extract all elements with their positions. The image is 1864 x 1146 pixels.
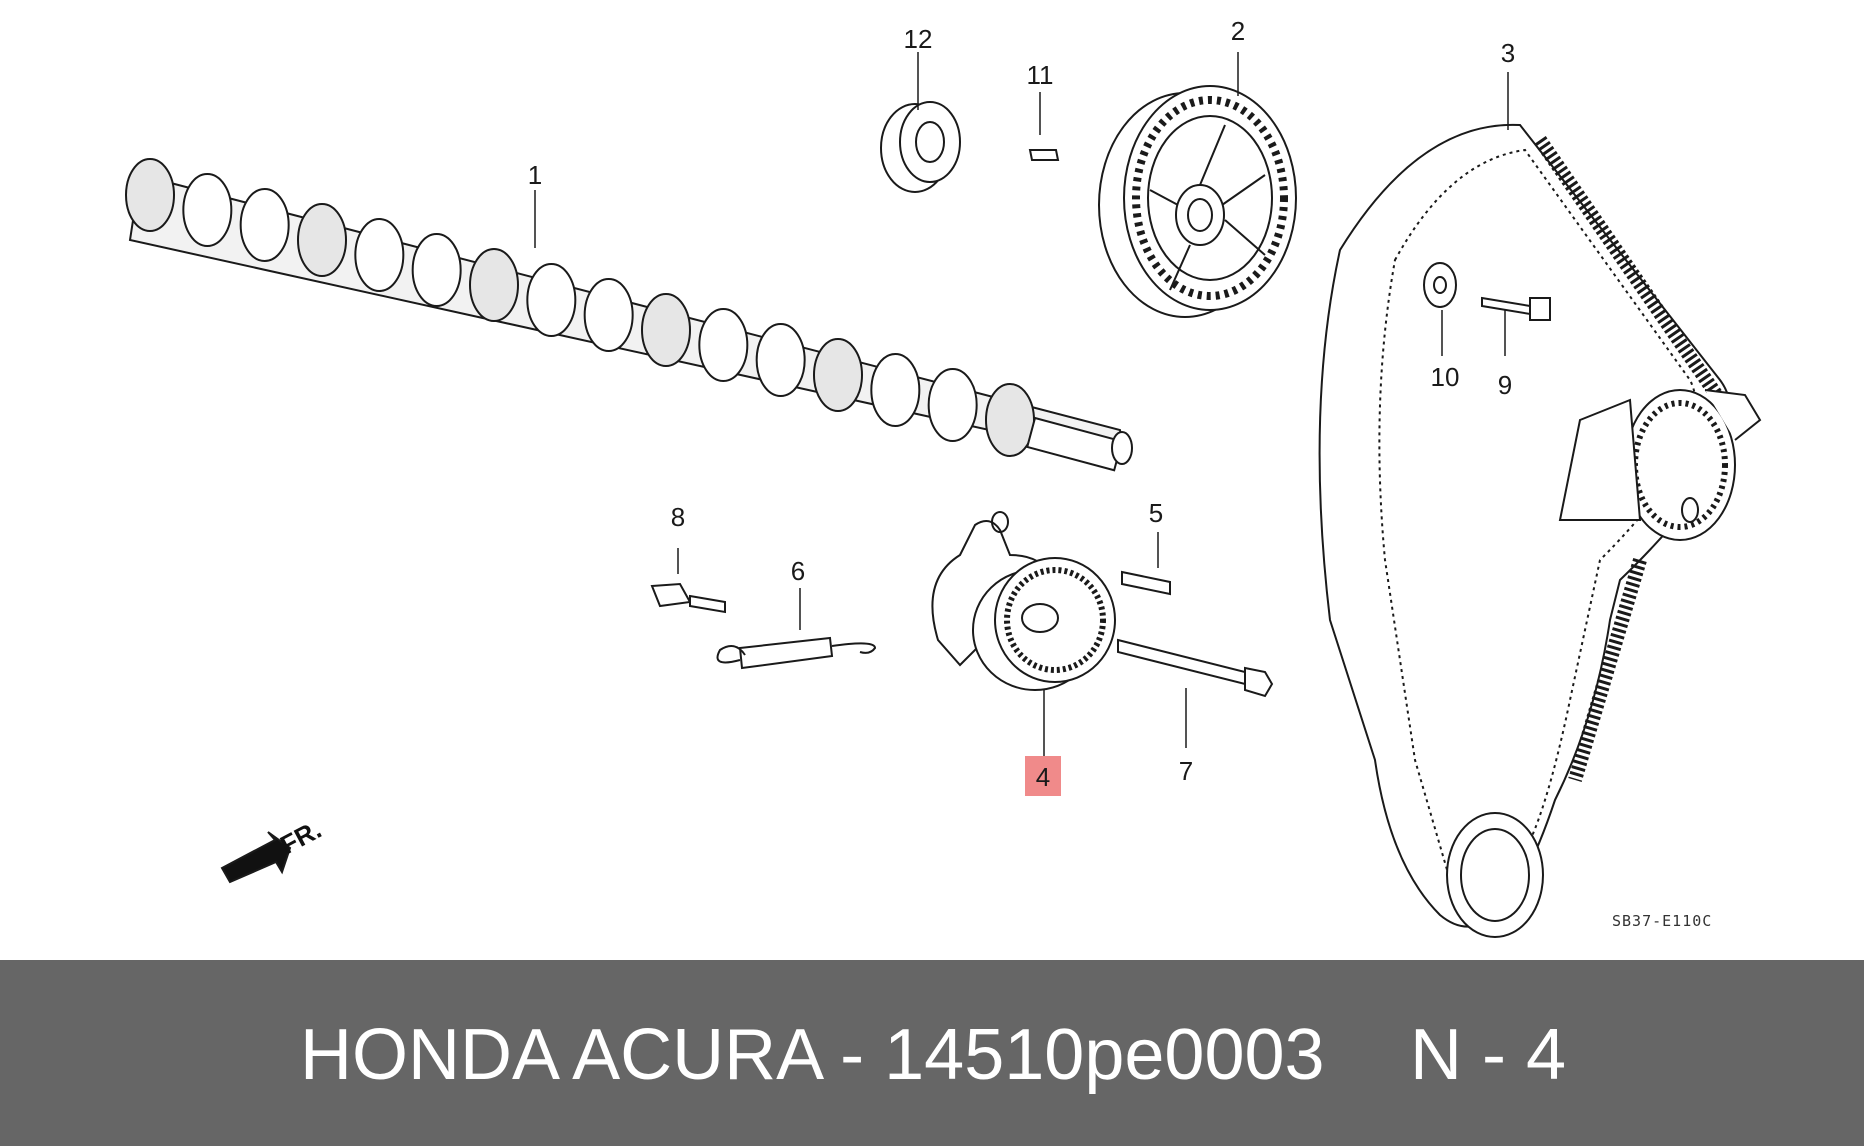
callout-2: 2 xyxy=(1230,16,1246,46)
cam-lobe xyxy=(125,158,175,232)
callout-12: 12 xyxy=(903,24,933,54)
adjusting-bolt xyxy=(650,582,726,614)
cam-pulley xyxy=(1098,85,1297,318)
cam-lobe xyxy=(870,353,921,427)
cam-lobe xyxy=(411,233,462,307)
callout-9: 9 xyxy=(1497,370,1513,400)
callout-4-highlighted: 4 xyxy=(1025,756,1061,796)
footer-reference: N - 4 xyxy=(1410,1015,1567,1095)
cam-lobe xyxy=(354,218,405,292)
footer-bar xyxy=(0,960,1864,1146)
timing-belt-tensioner xyxy=(931,511,1116,691)
drawing-code: SB37-E110C xyxy=(1612,912,1713,930)
footer-part-number: HONDA ACURA - 14510pe0003 xyxy=(300,1015,1325,1095)
callout-7: 7 xyxy=(1178,756,1194,786)
woodruff-key xyxy=(1028,149,1060,161)
callout-6: 6 xyxy=(790,556,806,586)
tensioner-spring xyxy=(716,636,877,670)
callout-1: 1 xyxy=(527,160,543,190)
callout-10: 10 xyxy=(1430,362,1460,392)
leader-lines xyxy=(534,52,1509,760)
cam-lobe xyxy=(526,263,577,337)
cam-lobe xyxy=(297,203,347,277)
parts-diagram xyxy=(125,52,1762,938)
callout-5: 5 xyxy=(1148,498,1164,528)
callout-8: 8 xyxy=(670,502,686,532)
cam-lobe xyxy=(469,248,519,322)
callout-3: 3 xyxy=(1500,38,1516,68)
cam-lobe xyxy=(583,278,634,352)
timing-belt xyxy=(1318,123,1762,938)
pulley-bolt xyxy=(1481,296,1551,321)
cam-lobe xyxy=(927,368,978,442)
cam-lobe xyxy=(641,293,691,367)
oil-seal xyxy=(880,101,961,193)
callout-11: 11 xyxy=(1026,60,1054,90)
cam-lobe xyxy=(182,173,233,247)
front-direction-arrow xyxy=(220,831,292,884)
cam-lobe xyxy=(755,323,806,397)
washer xyxy=(1423,262,1457,308)
cam-lobe xyxy=(698,308,749,382)
stud-bolt xyxy=(1121,570,1171,596)
cam-lobe xyxy=(239,188,290,262)
camshaft xyxy=(125,158,1133,472)
tensioner-bolt xyxy=(1117,638,1274,698)
cam-lobe xyxy=(813,338,863,412)
